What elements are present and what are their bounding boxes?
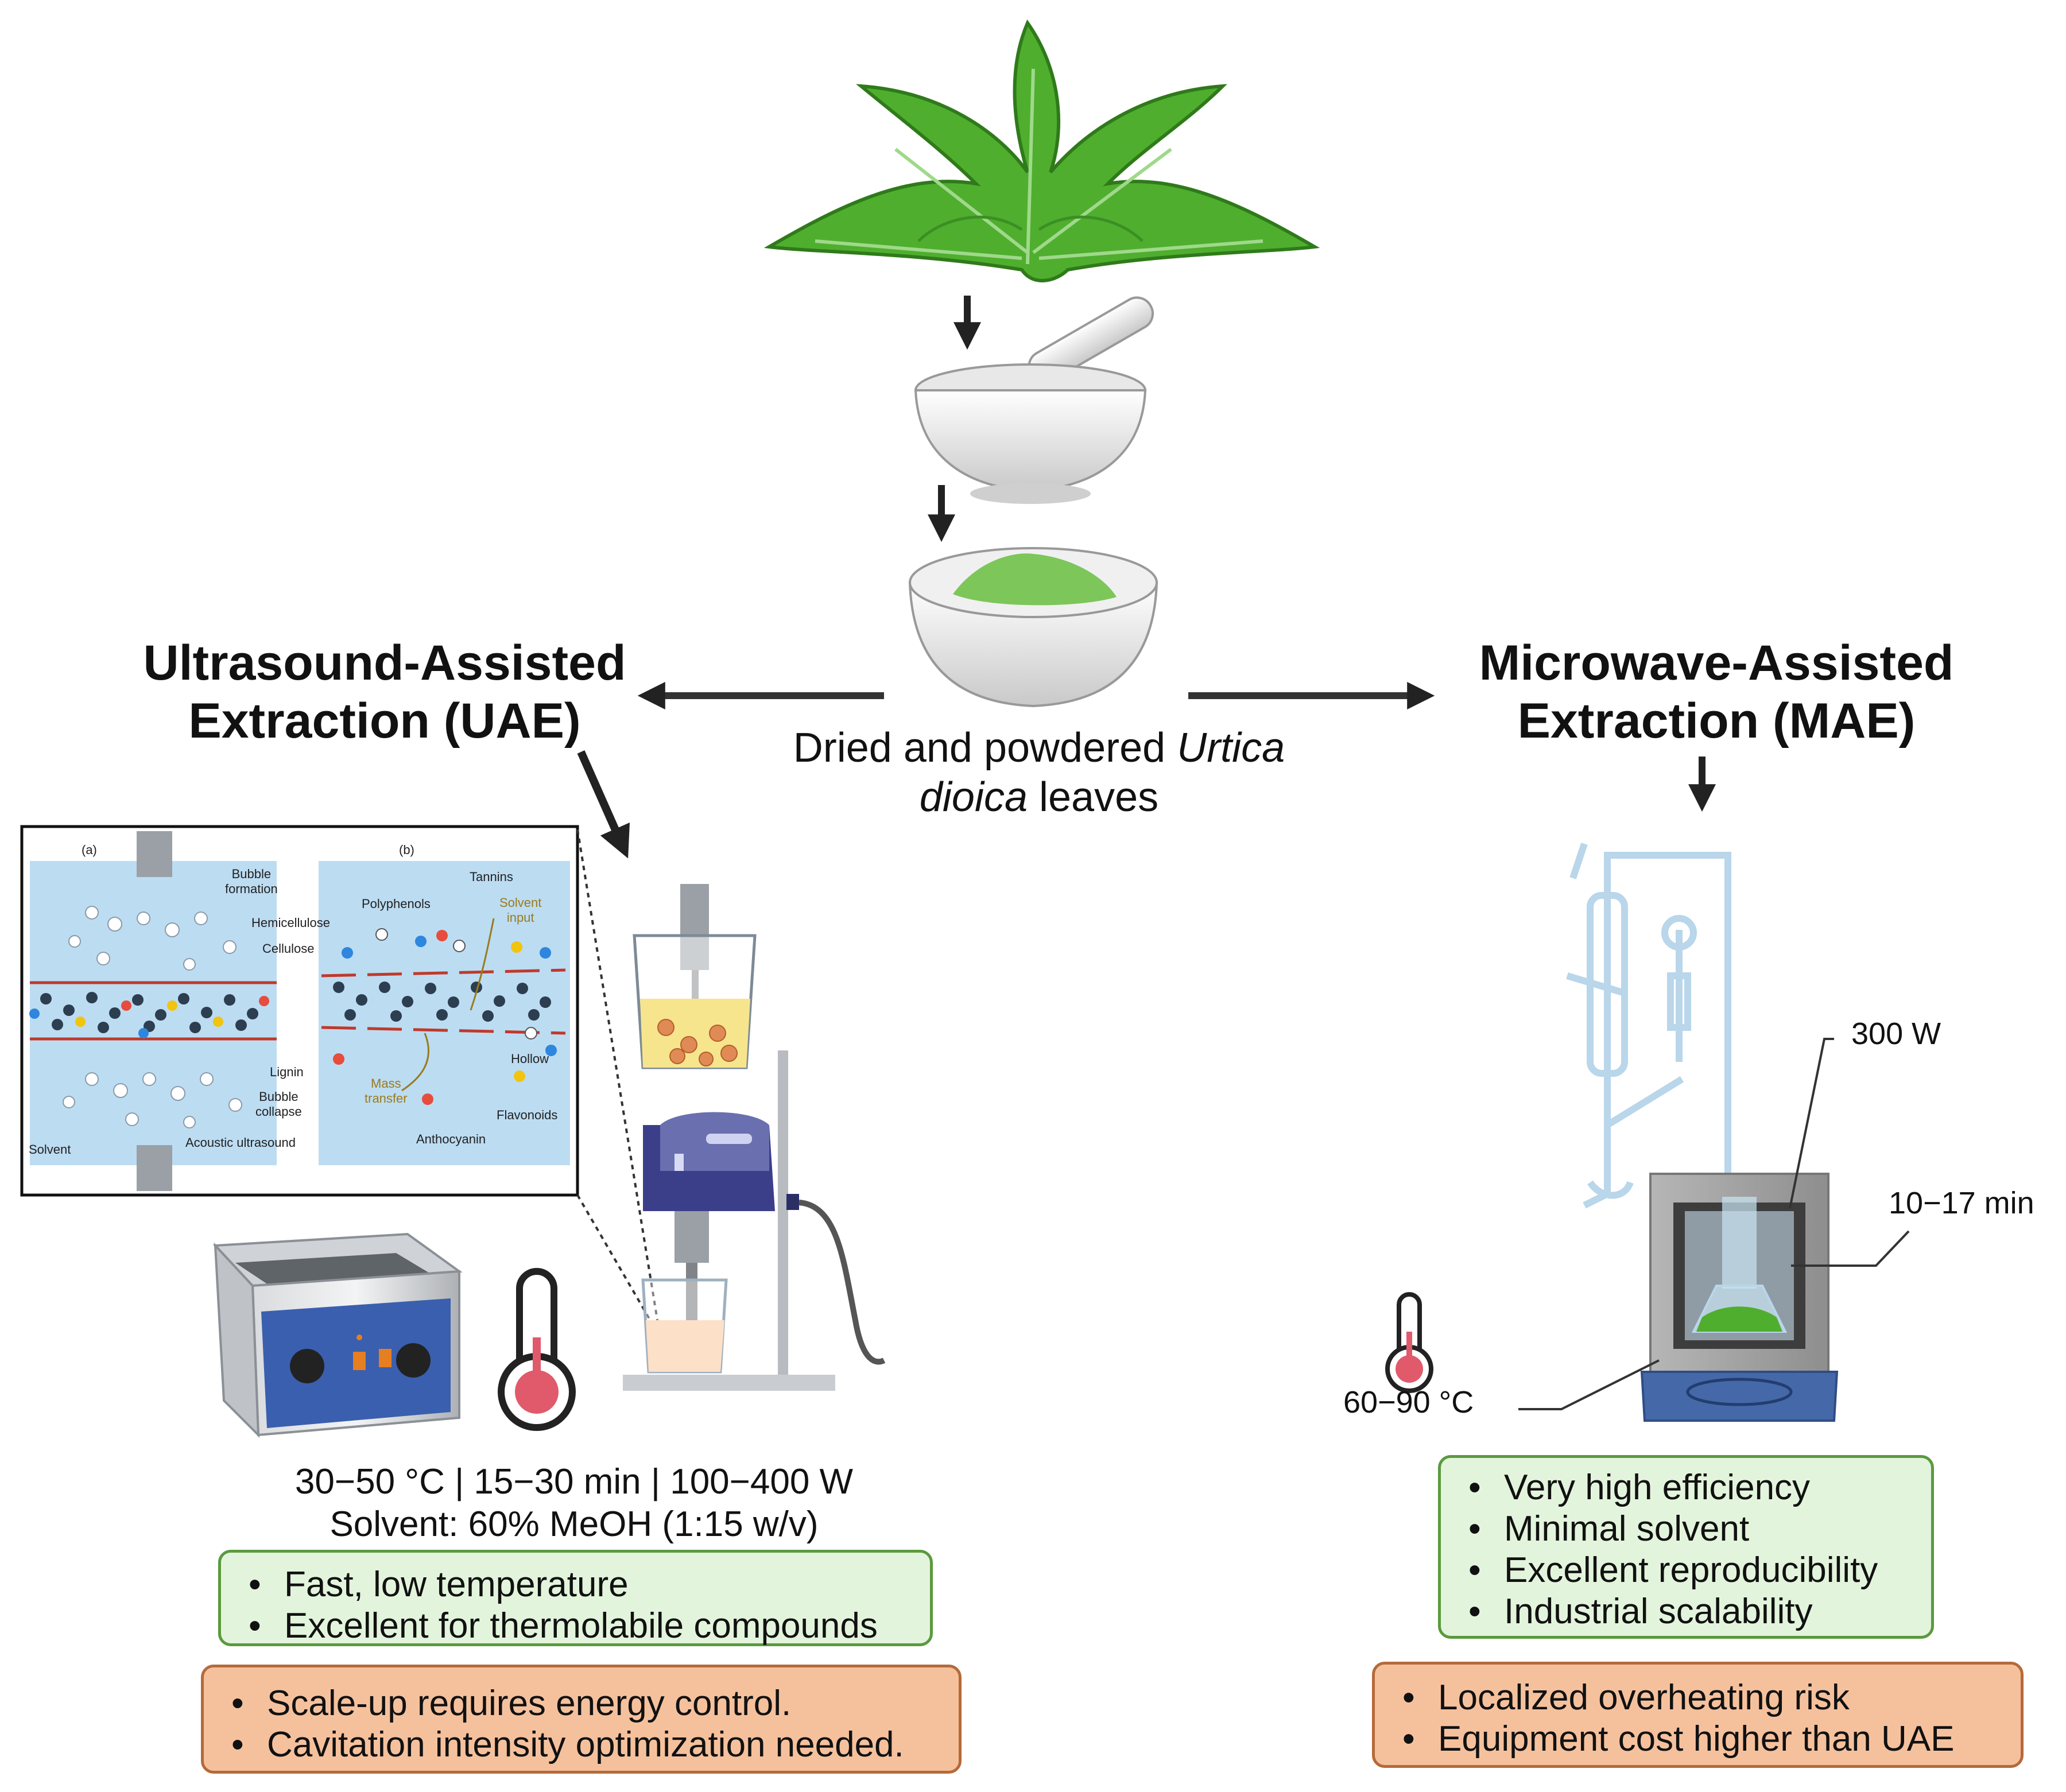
probe-sonicator-icon bbox=[623, 1050, 886, 1391]
mae-advantage-item: Very high efficiency bbox=[1468, 1467, 1931, 1508]
thermometer-mae-icon bbox=[1385, 1292, 1433, 1393]
label-bubble-formation: Bubble formation bbox=[225, 867, 278, 897]
uae-advantage-item: Fast, low temperature bbox=[249, 1564, 930, 1605]
mae-power-label: 300 W bbox=[1851, 1017, 1941, 1051]
leader-power bbox=[1789, 1038, 1834, 1209]
uae-title-line2: Extraction (UAE) bbox=[188, 693, 581, 748]
mortar-pestle-icon bbox=[914, 296, 1154, 504]
uae-advantages-box: Fast, low temperature Excellent for ther… bbox=[218, 1550, 933, 1647]
mae-advantages-box: Very high efficiency Minimal solvent Exc… bbox=[1438, 1455, 1934, 1639]
label-cellulose: Cellulose bbox=[262, 941, 315, 956]
uae-parameters: 30−50 °C | 15−30 min | 100−400 W Solvent… bbox=[201, 1461, 947, 1546]
caption-genus: Urtica bbox=[1177, 725, 1285, 771]
label-solvent-input-2: input bbox=[506, 910, 534, 925]
mae-title: Microwave-Assisted Extraction (MAE) bbox=[1447, 634, 1986, 750]
mae-limitations-box: Localized overheating risk Equipment cos… bbox=[1372, 1662, 2024, 1768]
label-solvent-input: Solvent input bbox=[499, 895, 541, 925]
label-mass-transfer: Mass transfer bbox=[365, 1076, 408, 1106]
mae-limitation-item: Equipment cost higher than UAE bbox=[1402, 1719, 2021, 1760]
label-hollow: Hollow bbox=[511, 1052, 549, 1066]
uae-limitation-item: Cavitation intensity optimization needed… bbox=[231, 1724, 959, 1766]
label-mass-transfer-1: Mass bbox=[371, 1076, 401, 1091]
thermometer-uae-icon bbox=[498, 1268, 576, 1431]
uae-title: Ultrasound-Assisted Extraction (UAE) bbox=[115, 634, 654, 750]
label-solvent-input-1: Solvent bbox=[499, 895, 542, 910]
caption-text-2: leaves bbox=[1027, 774, 1159, 821]
inset-panel-b-label: (b) bbox=[399, 843, 414, 857]
probe-beaker-icon bbox=[633, 884, 757, 1069]
center-caption: Dried and powdered Urtica dioica leaves bbox=[735, 723, 1343, 823]
mae-temperature-label: 60−90 °C bbox=[1343, 1385, 1474, 1419]
mechanism-inset bbox=[20, 825, 661, 1339]
label-acoustic-ultrasound: Acoustic ultrasound bbox=[185, 1135, 296, 1150]
microwave-oven-icon bbox=[1640, 1173, 1839, 1422]
leader-temperature bbox=[1518, 1359, 1660, 1410]
mae-advantage-item: Excellent reproducibility bbox=[1468, 1550, 1931, 1591]
label-bubble-collapse-2: collapse bbox=[255, 1104, 302, 1119]
label-hemicellulose: Hemicellulose bbox=[251, 916, 330, 930]
ultrasonic-bath-icon bbox=[212, 1232, 463, 1438]
uae-advantage-item: Excellent for thermolabile compounds bbox=[249, 1605, 930, 1647]
label-bubble-formation-1: Bubble bbox=[231, 867, 272, 881]
label-anthocyanin: Anthocyanin bbox=[416, 1132, 486, 1146]
label-polyphenols: Polyphenols bbox=[362, 897, 431, 911]
mae-advantage-item: Industrial scalability bbox=[1468, 1591, 1931, 1632]
label-bubble-collapse-1: Bubble bbox=[259, 1089, 299, 1104]
uae-limitation-item: Scale-up requires energy control. bbox=[231, 1683, 959, 1724]
uae-title-line1: Ultrasound-Assisted bbox=[143, 635, 626, 691]
mae-title-line1: Microwave-Assisted bbox=[1479, 635, 1954, 691]
mae-advantage-item: Minimal solvent bbox=[1468, 1508, 1931, 1550]
nettle-leaves-icon bbox=[763, 19, 1320, 282]
caption-species: dioica bbox=[919, 774, 1028, 821]
arrow-to-probe bbox=[577, 750, 630, 859]
inset-panel-a-label: (a) bbox=[82, 843, 97, 857]
mae-time-label: 10−17 min bbox=[1889, 1186, 2034, 1220]
uae-params-line2: Solvent: 60% MeOH (1:15 w/v) bbox=[330, 1504, 819, 1545]
uae-limitations-box: Scale-up requires energy control. Cavita… bbox=[201, 1665, 962, 1774]
label-bubble-collapse: Bubble collapse bbox=[255, 1089, 302, 1119]
powder-bowl-icon bbox=[908, 547, 1158, 708]
mae-glassware-icon bbox=[1566, 843, 1731, 1209]
label-mass-transfer-2: transfer bbox=[365, 1091, 408, 1106]
label-lignin: Lignin bbox=[270, 1065, 304, 1079]
caption-text-1: Dried and powdered bbox=[793, 725, 1177, 771]
mae-title-line2: Extraction (MAE) bbox=[1517, 693, 1916, 748]
label-tannins: Tannins bbox=[470, 870, 513, 884]
label-solvent: Solvent bbox=[29, 1142, 71, 1157]
leader-time bbox=[1791, 1230, 1910, 1267]
label-bubble-formation-2: formation bbox=[225, 882, 278, 896]
uae-params-line1: 30−50 °C | 15−30 min | 100−400 W bbox=[294, 1462, 854, 1502]
label-flavonoids: Flavonoids bbox=[497, 1108, 558, 1122]
mae-limitation-item: Localized overheating risk bbox=[1402, 1677, 2021, 1719]
